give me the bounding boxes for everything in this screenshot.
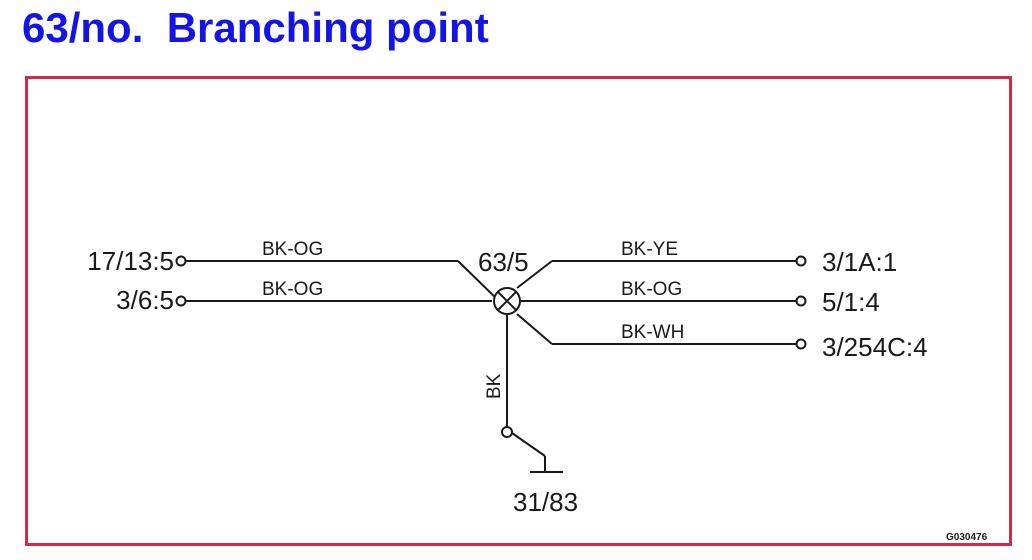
page-title: 63/no. Branching point	[22, 4, 489, 51]
wire-left-1-diagonal	[457, 260, 501, 303]
junction-icon	[493, 287, 521, 315]
terminal-right-1-icon	[795, 255, 807, 267]
right-terminal-1-label: 3/1A:1	[822, 247, 897, 277]
terminal-right-3-icon	[795, 338, 807, 350]
ground-terminal-icon	[501, 426, 513, 438]
diagram-frame	[25, 76, 1012, 546]
terminal-left-1-icon	[175, 255, 187, 267]
ground-label: 31/83	[513, 487, 578, 517]
terminal-right-2-icon	[795, 295, 807, 307]
right-wire-1-label: BK-YE	[621, 239, 678, 260]
ground-switch-arm	[511, 432, 546, 457]
left-wire-2-label: BK-OG	[262, 279, 323, 300]
right-terminal-3-label: 3/254C:4	[822, 332, 928, 362]
wire-right-1-diagonal	[516, 260, 553, 289]
terminal-left-2-icon	[175, 295, 187, 307]
left-wire-1-label: BK-OG	[262, 239, 323, 260]
right-wire-2-label: BK-OG	[621, 279, 682, 300]
left-terminal-2-label: 3/6:5	[116, 285, 174, 315]
ground-wire-label: BK	[484, 373, 505, 399]
figure-code: G030476	[946, 532, 988, 543]
wire-right-3-diagonal	[516, 313, 553, 345]
right-wire-3-label: BK-WH	[621, 322, 684, 343]
right-terminal-2-label: 5/1:4	[822, 287, 880, 317]
junction-label: 63/5	[478, 247, 529, 277]
left-terminal-1-label: 17/13:5	[87, 246, 174, 276]
